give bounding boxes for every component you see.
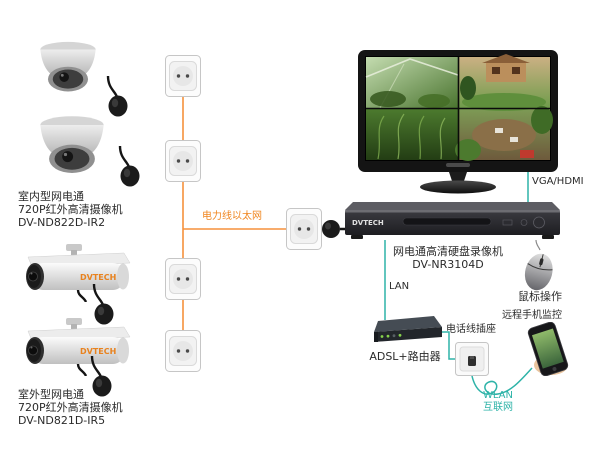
wlan-loop-line	[471, 367, 533, 395]
power-plug-icon	[106, 75, 128, 117]
outdoor-bullet-camera-1: DVTECH	[20, 242, 138, 306]
wall-outlet-5	[165, 330, 201, 376]
power-plug-icon	[118, 145, 140, 187]
mouse-cable-line	[535, 239, 541, 251]
dome-camera-icon	[40, 41, 96, 92]
indoor-camera-1-plug	[102, 75, 132, 122]
wall-outlet-1	[165, 55, 201, 101]
wall-outlet-4	[165, 258, 201, 304]
phone-line-socket	[455, 342, 489, 380]
indoor-camera-name: 室内型网电通	[18, 190, 84, 203]
wall-outlet-icon	[165, 258, 201, 300]
indoor-camera-desc: 720P红外高清摄像机	[18, 203, 123, 216]
outdoor-camera-name: 室外型网电通	[18, 388, 84, 401]
mouse-label: 鼠标操作	[518, 290, 562, 303]
router-label: ADSL+路由器	[369, 350, 441, 363]
phone-socket-label: 电话线插座	[446, 324, 496, 335]
camera-brand-text: DVTECH	[80, 347, 116, 356]
lan-label: LAN	[389, 281, 410, 292]
indoor-dome-camera-1	[26, 40, 110, 105]
monitor-icon	[358, 50, 558, 194]
smartphone-icon	[527, 321, 569, 377]
dome-camera-icon	[40, 116, 104, 173]
nvr-brand-text: DVTECH	[352, 219, 384, 227]
monitor-screen-quad-view	[365, 54, 553, 161]
remote-smartphone	[524, 321, 572, 380]
indoor-camera-label: 室内型网电通 720P红外高清摄像机 DV-ND822D-IR2	[18, 190, 123, 229]
surveillance-monitor	[358, 50, 558, 202]
outdoor-camera-label: 室外型网电通 720P红外高清摄像机 DV-ND821D-IR5	[18, 388, 123, 427]
nvr-icon: DVTECH	[345, 202, 560, 239]
wall-outlet-3	[286, 208, 322, 254]
monitor-logo	[446, 163, 470, 167]
nvr-name: 网电通高清硬盘录像机	[393, 245, 503, 258]
wall-outlet-icon	[165, 140, 201, 182]
wall-outlet-2	[165, 140, 201, 186]
wall-outlet-icon	[165, 55, 201, 97]
camera-brand-text: DVTECH	[80, 273, 116, 282]
phone-line-cable	[441, 331, 456, 360]
phone-socket-icon	[455, 342, 489, 376]
wlan-label: WLAN	[482, 390, 513, 401]
indoor-camera-model: DV-ND822D-IR2	[18, 216, 106, 229]
vga-hdmi-label: VGA/HDMI	[532, 176, 584, 187]
adsl-router	[368, 314, 442, 352]
outdoor-camera-2-plug	[86, 355, 116, 402]
screen-watermark	[520, 150, 534, 158]
wall-outlet-icon	[165, 330, 201, 372]
outdoor-camera-1-plug	[88, 283, 118, 330]
router-icon	[374, 316, 442, 342]
wall-outlet-icon	[286, 208, 322, 250]
nvr-label: 网电通高清硬盘录像机 DV-NR3104D	[382, 245, 514, 271]
remote-phone-label: 远程手机监控	[502, 310, 562, 321]
nvr-power-plug-icon	[322, 220, 347, 238]
power-plug-icon	[90, 355, 112, 397]
indoor-dome-camera-2	[24, 114, 120, 188]
indoor-camera-2-plug	[114, 145, 144, 192]
power-plug-icon	[92, 283, 114, 325]
bullet-camera-icon: DVTECH	[26, 244, 131, 303]
outdoor-camera-model: DV-ND821D-IR5	[18, 414, 106, 427]
outdoor-bullet-camera-2: DVTECH	[20, 316, 138, 380]
bullet-camera-icon: DVTECH	[26, 318, 131, 377]
nvr-recorder: DVTECH	[345, 201, 560, 245]
powerline-label: 电力线以太网	[202, 211, 262, 222]
nvr-model: DV-NR3104D	[412, 258, 484, 271]
mouse-icon	[524, 253, 553, 291]
outdoor-camera-desc: 720P红外高清摄像机	[18, 401, 123, 414]
usb-mouse	[518, 248, 560, 298]
internet-label: 互联网	[483, 402, 513, 413]
